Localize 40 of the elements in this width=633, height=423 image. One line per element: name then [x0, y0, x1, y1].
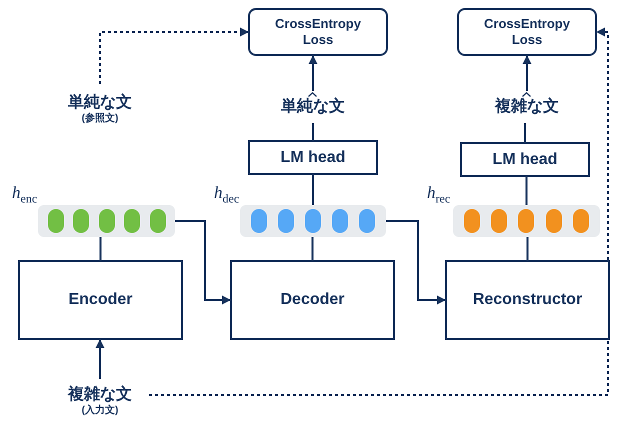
module-box [230, 260, 395, 340]
module-label: Reconstructor [472, 290, 582, 310]
loss-box [248, 8, 388, 56]
sentence-label: 複雑な文 [495, 97, 559, 117]
loss-label: CrossEntropy Loss [483, 16, 571, 48]
module-box [248, 140, 378, 175]
arrow [149, 28, 609, 396]
arrow [175, 220, 231, 304]
arrow [96, 339, 104, 379]
arrow [99, 28, 249, 84]
hidden-state-bar [240, 205, 386, 237]
hidden-state-symbol: h$_{enc}$ [12, 183, 38, 206]
connector-line [524, 123, 526, 142]
module-box [445, 260, 610, 340]
connector-line [312, 123, 314, 140]
sentence-note: (参照文) [82, 112, 118, 125]
connector-line [312, 237, 314, 260]
module-label: Encoder [68, 290, 132, 310]
module-box [18, 260, 183, 340]
hidden-state-symbol: h$_{rec}$ [427, 183, 450, 206]
loss-box [457, 8, 597, 56]
sentence-label: 単純な文 [281, 97, 345, 117]
sentence-note: (入力文) [82, 404, 118, 417]
connector-line [100, 237, 102, 260]
module-label: LM head [492, 150, 558, 170]
hidden-state-bar [453, 205, 600, 237]
connector-line [312, 175, 314, 205]
module-label: Decoder [280, 290, 345, 310]
loss-label: CrossEntropy Loss [274, 16, 362, 48]
sentence-label: 複雑な文 [68, 385, 132, 404]
hidden-state-symbol: h$_{dec}$ [214, 183, 240, 206]
arrow [386, 220, 446, 304]
arrow [522, 55, 532, 91]
module-box [460, 142, 590, 177]
connector-line [526, 177, 528, 205]
sentence-label: 単純な文 [68, 93, 132, 112]
hidden-state-bar [38, 205, 175, 237]
module-label: LM head [280, 148, 346, 168]
connector-line [526, 237, 528, 260]
arrow [308, 55, 318, 91]
